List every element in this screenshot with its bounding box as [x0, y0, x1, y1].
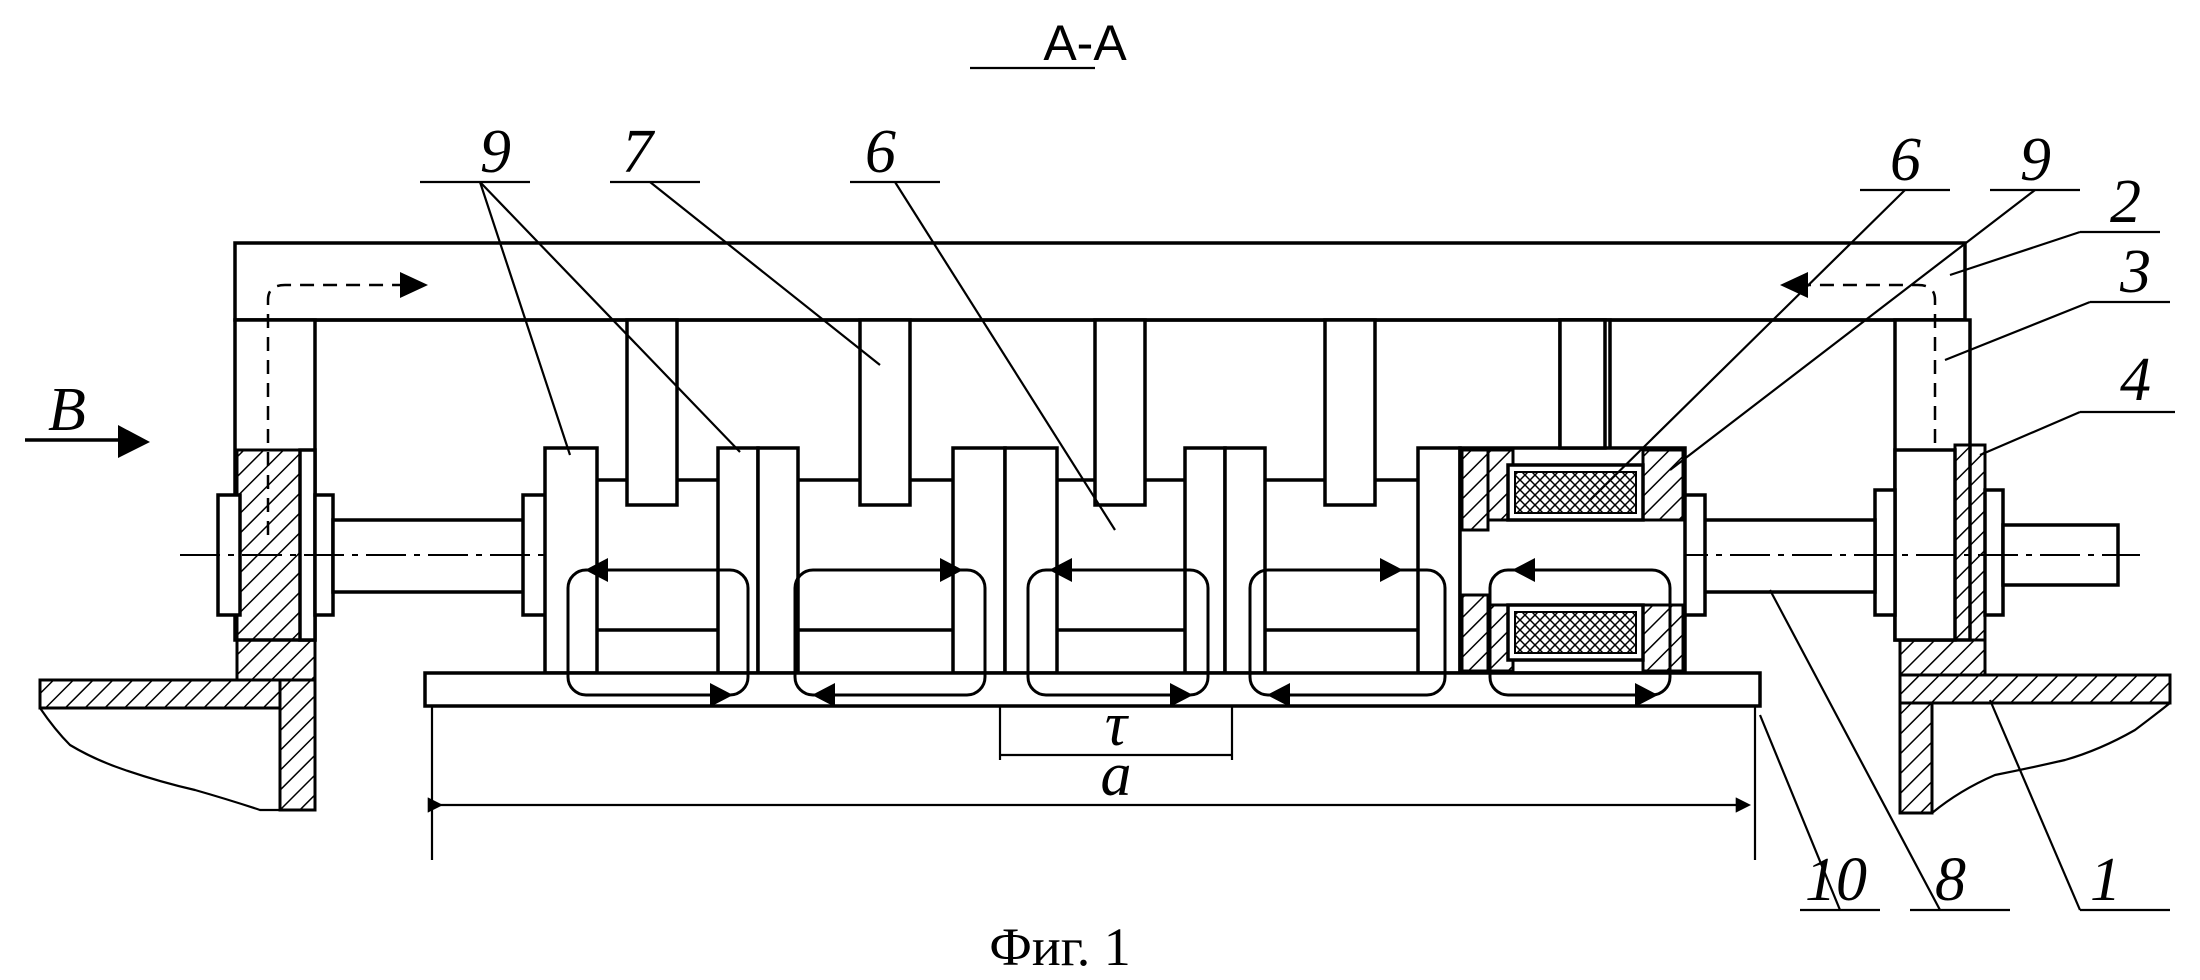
view-arrow-head	[118, 425, 150, 458]
label-10: 10	[1760, 715, 1880, 914]
label-1: 1	[1990, 700, 2170, 914]
svg-text:8: 8	[1935, 846, 1966, 914]
svg-text:6: 6	[865, 118, 896, 186]
dimension-a: a	[432, 706, 1755, 860]
label-4: 4	[1980, 346, 2175, 455]
svg-text:a: a	[1101, 741, 1132, 809]
svg-text:1: 1	[2090, 846, 2121, 914]
svg-text:9: 9	[480, 118, 511, 186]
label-3: 3	[1945, 238, 2170, 360]
svg-text:10: 10	[1805, 846, 1867, 914]
svg-text:3: 3	[2119, 238, 2151, 306]
bearing-right	[1875, 445, 2003, 675]
svg-text:7: 7	[622, 118, 656, 186]
svg-text:6: 6	[1890, 126, 1921, 194]
base-right	[1900, 675, 2170, 813]
view-label: B	[48, 376, 86, 444]
svg-text:4: 4	[2120, 346, 2151, 414]
section-title: А-А	[1043, 15, 1127, 71]
stator-strip	[425, 673, 1760, 706]
coil-assembly	[1460, 320, 1685, 673]
svg-text:2: 2	[2110, 168, 2141, 236]
base-left	[40, 680, 315, 810]
svg-text:9: 9	[2020, 126, 2051, 194]
figure-caption: Фиг. 1	[989, 917, 1131, 977]
